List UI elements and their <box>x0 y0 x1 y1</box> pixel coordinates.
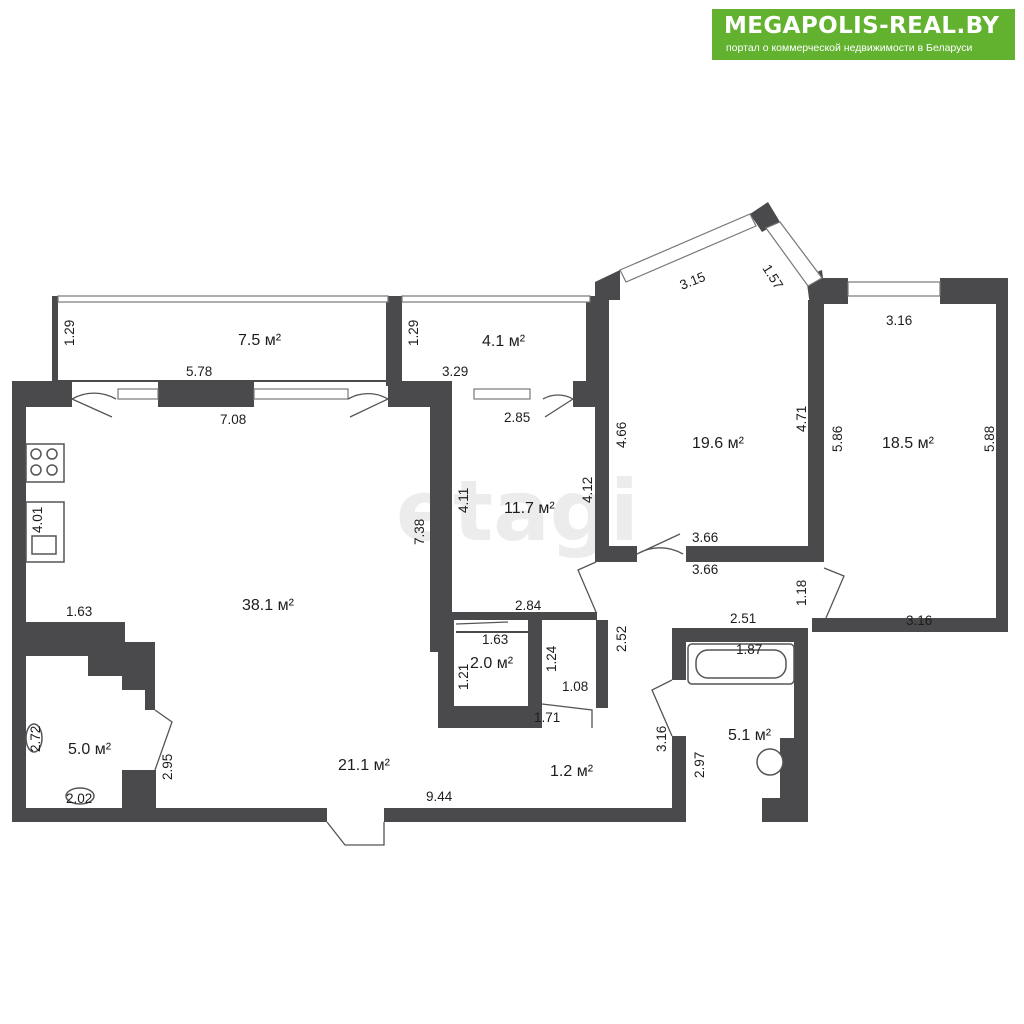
dim-hall-bottom: 9.44 <box>426 789 453 804</box>
dim-nook-bottom: 1.08 <box>562 679 588 694</box>
dim-toilet-bottom: 2.02 <box>66 791 92 806</box>
dim-right-right: 5.88 <box>982 426 997 452</box>
dim-corr-top: 3.66 <box>692 562 718 577</box>
dim-kitchen-top: 7.08 <box>220 412 246 427</box>
dim-balc-mid-h: 1.29 <box>406 320 421 346</box>
dim-bed-top: 2.85 <box>504 410 530 425</box>
dimensions: 1.29 5.78 1.29 3.29 7.08 7.38 4.01 1.63 … <box>28 262 997 806</box>
windows <box>117 213 941 400</box>
area-toilet: 5.0 м² <box>68 741 112 758</box>
dim-corr-door: 1.18 <box>794 580 809 606</box>
dim-right-bottom: 3.16 <box>906 613 932 628</box>
dim-toilet-right: 2.95 <box>160 754 175 780</box>
area-bathroom: 5.1 м² <box>728 727 772 744</box>
dim-stove-len: 4.01 <box>30 507 45 533</box>
logo-subtitle: портал о коммерческой недвижимости в Бел… <box>726 42 973 54</box>
balcony-outline <box>57 295 591 382</box>
area-hall: 21.1 м² <box>338 757 391 774</box>
dim-kitchen-right: 7.38 <box>412 519 427 545</box>
dim-bath-outer: 3.16 <box>654 726 669 752</box>
dim-angled-bottom: 3.66 <box>692 530 718 545</box>
area-balcony-mid: 4.1 м² <box>482 333 526 350</box>
area-kitchen-living: 38.1 м² <box>242 597 295 614</box>
dim-bed-left: 4.11 <box>456 488 471 513</box>
dim-bath-left: 2.97 <box>692 752 707 778</box>
dim-nook-door: 1.71 <box>534 710 560 725</box>
dim-angled-right: 4.71 <box>794 406 809 432</box>
dim-angled-diag: 1.57 <box>759 262 786 292</box>
dim-bath-top: 1.87 <box>736 642 762 657</box>
dim-angled-top: 3.15 <box>678 269 708 293</box>
dim-nook-left: 1.24 <box>544 645 559 672</box>
walls <box>12 202 1008 822</box>
logo-title: MEGAPOLIS-REAL.BY <box>724 13 1000 39</box>
dim-closet-left: 1.21 <box>456 664 471 690</box>
area-hall-small: 1.2 м² <box>550 763 594 780</box>
dim-right-left: 5.86 <box>830 426 845 452</box>
dim-right-top: 3.16 <box>886 313 912 328</box>
dim-corr-left: 2.52 <box>614 626 629 652</box>
fixtures <box>25 443 795 805</box>
dim-balc-left-h: 1.29 <box>62 320 77 346</box>
area-balcony-left: 7.5 м² <box>238 332 282 349</box>
dim-bed-bottom: 2.84 <box>515 598 542 613</box>
dim-bed-right: 4.12 <box>580 477 595 503</box>
doors <box>71 392 845 846</box>
dim-angled-left: 4.66 <box>614 422 629 448</box>
dim-closet-top: 1.63 <box>482 632 508 647</box>
megapolis-logo[interactable]: MEGAPOLIS-REAL.BY портал о коммерческой … <box>712 9 1015 60</box>
dim-balc-left-w: 5.78 <box>186 364 212 379</box>
area-bedroom-mid: 11.7 м² <box>504 500 555 517</box>
dim-toilet-left: 2.72 <box>28 726 43 752</box>
dim-kitchen-bottom: 1.63 <box>66 604 92 619</box>
area-room-angled: 19.6 м² <box>692 435 745 452</box>
area-room-right: 18.5 м² <box>882 435 935 452</box>
dim-balc-mid-w: 3.29 <box>442 364 468 379</box>
dim-corr-bottom: 2.51 <box>730 611 756 626</box>
area-closet: 2.0 м² <box>470 655 514 672</box>
room-areas: 7.5 м² 4.1 м² 19.6 м² 18.5 м² 38.1 м² 11… <box>68 332 935 780</box>
